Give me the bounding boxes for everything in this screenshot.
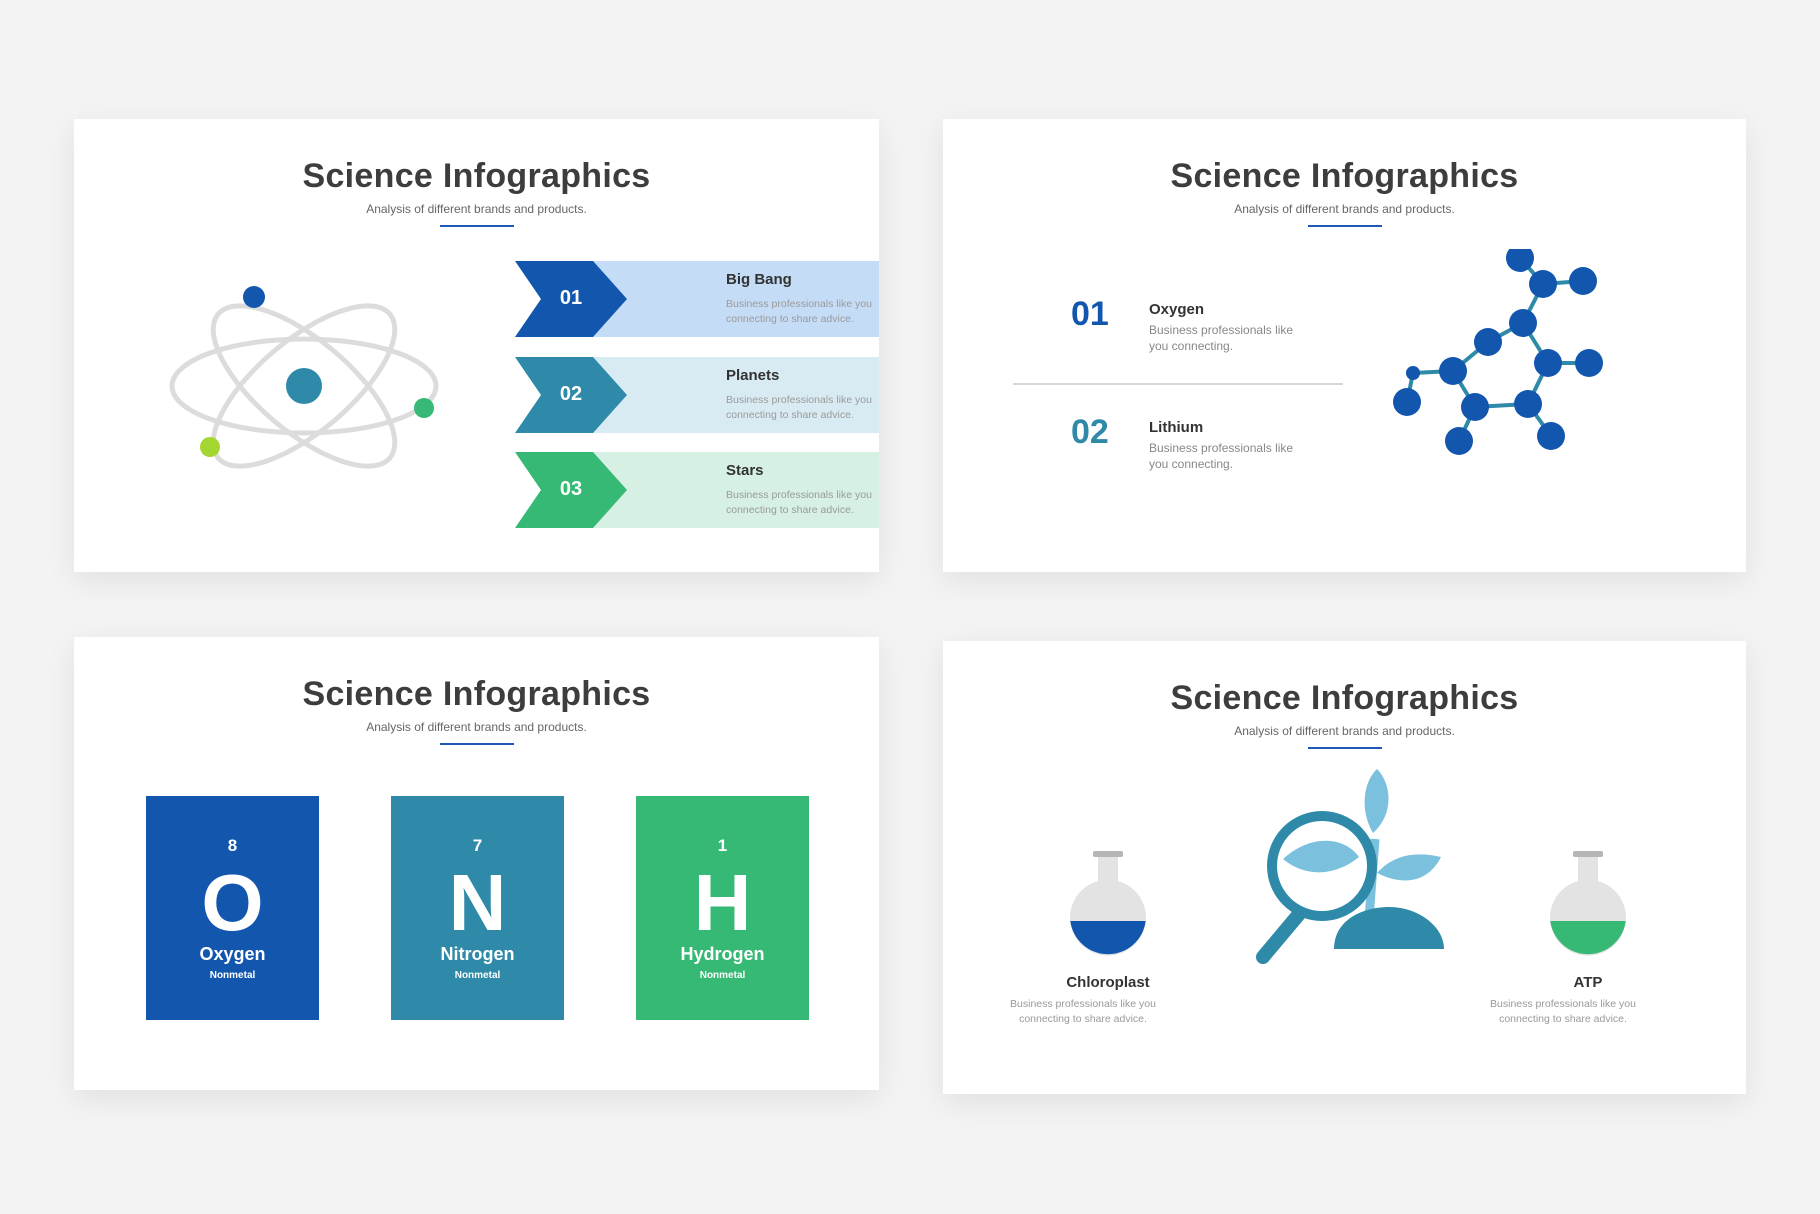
item-desc: Business professionals like you connecti…: [1149, 323, 1294, 353]
chevron-icon: [515, 261, 627, 337]
electron-lime: [200, 437, 220, 457]
slide-lab: Science Infographics Analysis of differe…: [943, 641, 1746, 1094]
item-label: Stars: [726, 462, 764, 479]
slide-subtitle: Analysis of different brands and product…: [366, 720, 587, 734]
title-underline: [1307, 225, 1382, 227]
element-category: Nonmetal: [209, 970, 256, 981]
title-underline: [439, 743, 514, 745]
slide-title: Science Infographics: [302, 675, 651, 713]
item-desc: Business professionals like you connecti…: [726, 394, 872, 421]
electron-blue: [243, 286, 265, 308]
electron-green: [414, 398, 434, 418]
slide-molecule: Science Infographics Analysis of differe…: [943, 119, 1746, 572]
item-number: 01: [1071, 295, 1109, 333]
slide-big-bang: Science Infographics Analysis of differe…: [74, 119, 879, 572]
element-symbol: N: [448, 858, 507, 947]
atomic-number: 7: [472, 836, 483, 855]
item-label: Lithium: [1149, 419, 1204, 436]
element-symbol: H: [693, 858, 752, 947]
title-underline: [1307, 747, 1382, 749]
atom-icon: [169, 286, 439, 469]
element-card-oxygen: 8 O Oxygen Nonmetal: [146, 796, 319, 1020]
flask-icon: [1550, 851, 1626, 956]
slide-title: Science Infographics: [1170, 679, 1519, 717]
element-name: Oxygen: [199, 944, 266, 964]
slide-subtitle: Analysis of different brands and product…: [366, 202, 587, 216]
element-category: Nonmetal: [699, 970, 746, 981]
nucleus: [286, 368, 322, 404]
element-category: Nonmetal: [454, 970, 501, 981]
item-desc: Business professionals like you connecti…: [1010, 998, 1156, 1025]
slide-subtitle: Analysis of different brands and product…: [1234, 724, 1455, 738]
chevron-icon: [515, 452, 627, 528]
molecule-icon: [1393, 249, 1603, 455]
item-label: Oxygen: [1149, 301, 1205, 318]
list-item-planets: 02 Planets Business professionals like y…: [515, 357, 879, 433]
slide-periodic-elements: Science Infographics Analysis of differe…: [74, 637, 879, 1090]
element-card-hydrogen: 1 H Hydrogen Nonmetal: [636, 796, 809, 1020]
item-desc: Business professionals like you connecti…: [1149, 441, 1294, 471]
item-number: 02: [1071, 413, 1109, 451]
slide-subtitle: Analysis of different brands and product…: [1234, 202, 1455, 216]
item-label: ATP: [1573, 974, 1603, 991]
title-underline: [439, 225, 514, 227]
element-name: Nitrogen: [440, 944, 515, 964]
atomic-number: 8: [227, 836, 238, 855]
element-card-nitrogen: 7 N Nitrogen Nonmetal: [391, 796, 564, 1020]
element-symbol: O: [201, 858, 264, 947]
item-number: 01: [559, 287, 583, 309]
item-label: Chloroplast: [1066, 974, 1150, 991]
item-label: Planets: [726, 367, 780, 384]
slide-title: Science Infographics: [1170, 157, 1519, 195]
item-desc: Business professionals like you connecti…: [1490, 998, 1636, 1025]
magnifier-plant-icon: [1256, 769, 1444, 964]
item-number: 02: [559, 383, 583, 405]
item-desc: Business professionals like you connecti…: [726, 489, 872, 516]
element-name: Hydrogen: [680, 944, 765, 964]
flask-icon: [1070, 851, 1146, 956]
chevron-icon: [515, 357, 627, 433]
slide-title: Science Infographics: [302, 157, 651, 195]
item-number: 03: [559, 478, 583, 500]
list-item-stars: 03 Stars Business professionals like you…: [515, 452, 879, 528]
item-desc: Business professionals like you connecti…: [726, 298, 872, 325]
atomic-number: 1: [717, 836, 728, 855]
list-item-big-bang: 01 Big Bang Business professionals like …: [515, 261, 879, 337]
item-label: Big Bang: [726, 271, 792, 288]
divider: [1013, 383, 1343, 385]
